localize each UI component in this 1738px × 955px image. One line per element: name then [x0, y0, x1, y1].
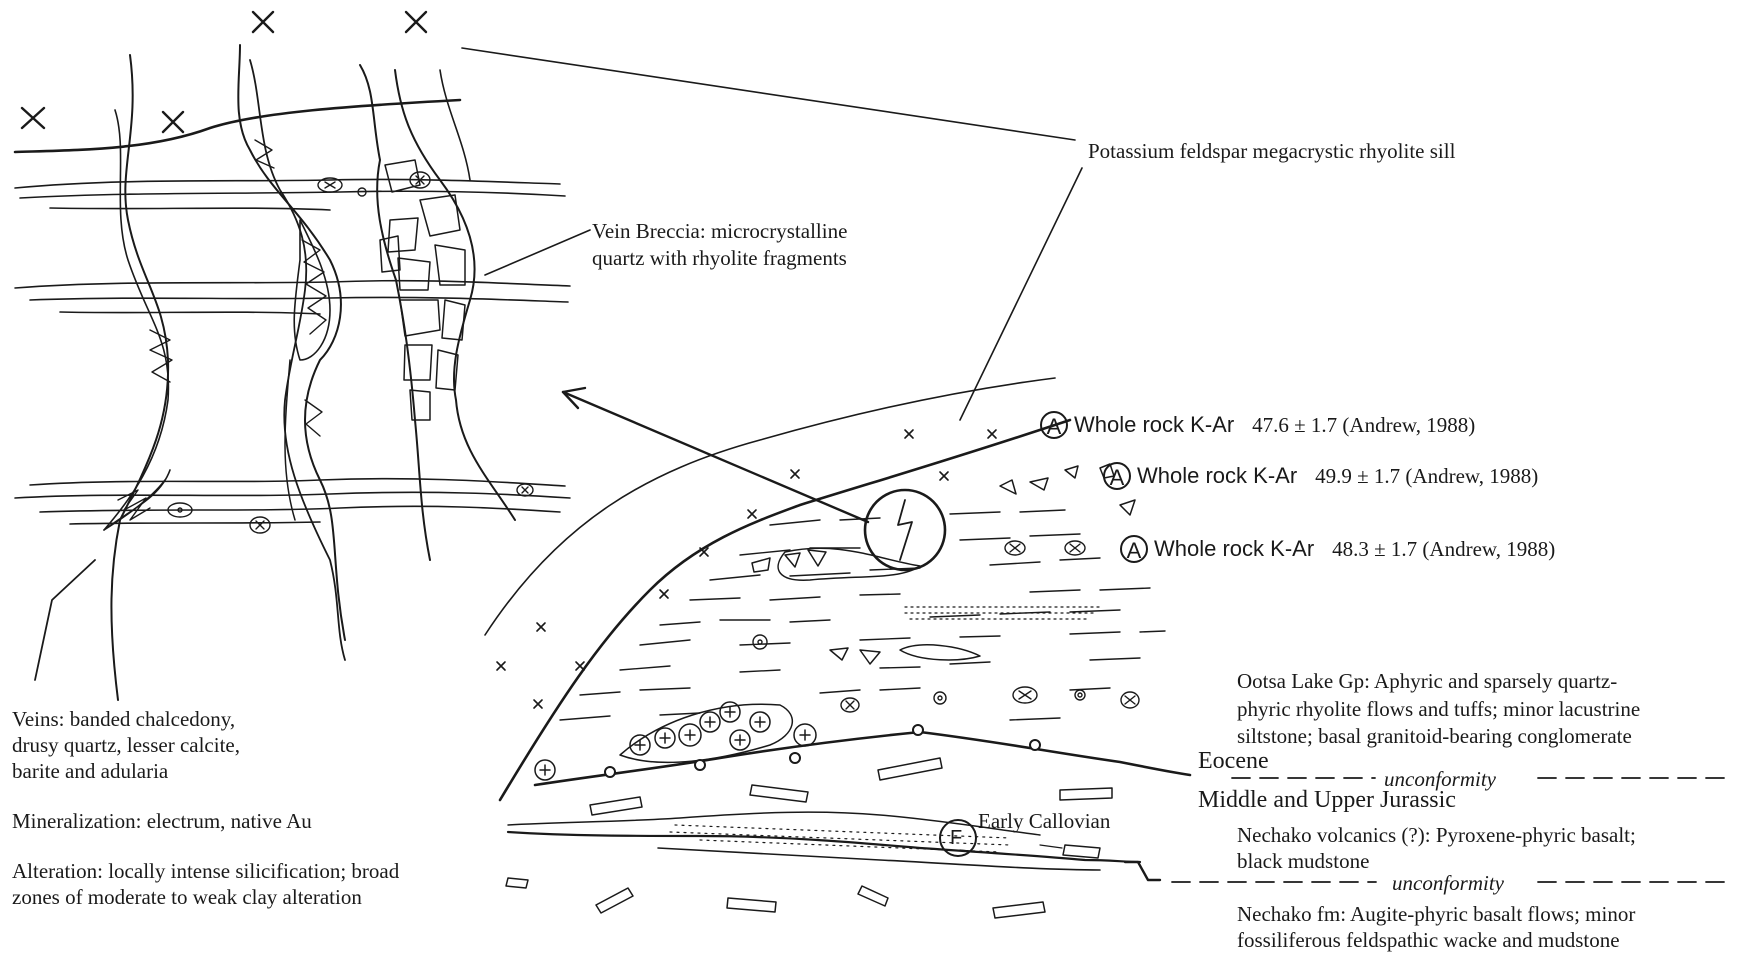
rhyolite-sill-label: Potassium feldspar megacrystic rhyolite …	[1088, 138, 1455, 164]
nechako-fm-line2: fossiliferous feldspathic wacke and muds…	[1237, 927, 1620, 953]
ootsa-label-line2: phyric rhyolite flows and tuffs; minor l…	[1237, 696, 1640, 722]
date-row-1: A Whole rock K-Ar 47.6 ± 1.7 (Andrew, 19…	[1040, 411, 1475, 439]
unconformity-lower-label: unconformity	[1392, 870, 1504, 896]
alteration-label-line1: Alteration: locally intense silicificati…	[12, 858, 399, 884]
analysis-site-badge: A	[1103, 462, 1131, 490]
leader-sill-top	[462, 48, 1075, 140]
early-callovian-label: Early Callovian	[978, 808, 1110, 834]
nechako-volcanics-line1: Nechako volcanics (?): Pyroxene-phyric b…	[1237, 822, 1636, 848]
date-value: 49.9 ± 1.7 (Andrew, 1988)	[1315, 463, 1538, 489]
nechako-fm-line1: Nechako fm: Augite-phyric basalt flows; …	[1237, 901, 1635, 927]
date-method: Whole rock K-Ar	[1074, 412, 1234, 438]
date-method: Whole rock K-Ar	[1154, 536, 1314, 562]
veins-label-line2: drusy quartz, lesser calcite,	[12, 732, 240, 758]
eocene-label: Eocene	[1198, 748, 1269, 774]
vein-breccia-label-line2: quartz with rhyolite fragments	[592, 245, 847, 271]
date-method: Whole rock K-Ar	[1137, 463, 1297, 489]
veins-label-line1: Veins: banded chalcedony,	[12, 706, 235, 732]
veins-label-line3: barite and adularia	[12, 758, 168, 784]
alteration-label-line2: zones of moderate to weak clay alteratio…	[12, 884, 362, 910]
rhyolite-x-marks	[22, 12, 426, 132]
date-value: 48.3 ± 1.7 (Andrew, 1988)	[1332, 536, 1555, 562]
leader-vein-breccia	[485, 230, 590, 275]
fossil-badge-label: F	[950, 825, 962, 851]
date-row-3: A Whole rock K-Ar 48.3 ± 1.7 (Andrew, 19…	[1120, 535, 1555, 563]
jurassic-label: Middle and Upper Jurassic	[1198, 787, 1456, 813]
vein-detail-panel	[15, 12, 1075, 700]
nechako-volcanics-line2: black mudstone	[1237, 848, 1369, 874]
mineralization-label: Mineralization: electrum, native Au	[12, 808, 312, 834]
sill-contact-line	[15, 100, 460, 152]
analysis-site-badge: A	[1120, 535, 1148, 563]
ootsa-label-line3: siltstone; basal granitoid-bearing congl…	[1237, 723, 1632, 749]
date-row-2: A Whole rock K-Ar 49.9 ± 1.7 (Andrew, 19…	[1103, 462, 1538, 490]
ootsa-label-line1: Ootsa Lake Gp: Aphyric and sparsely quar…	[1237, 668, 1617, 694]
leader-veins	[35, 560, 95, 680]
date-value: 47.6 ± 1.7 (Andrew, 1988)	[1252, 412, 1475, 438]
vein-breccia-label-line1: Vein Breccia: microcrystalline	[592, 218, 847, 244]
analysis-site-badge: A	[1040, 411, 1068, 439]
